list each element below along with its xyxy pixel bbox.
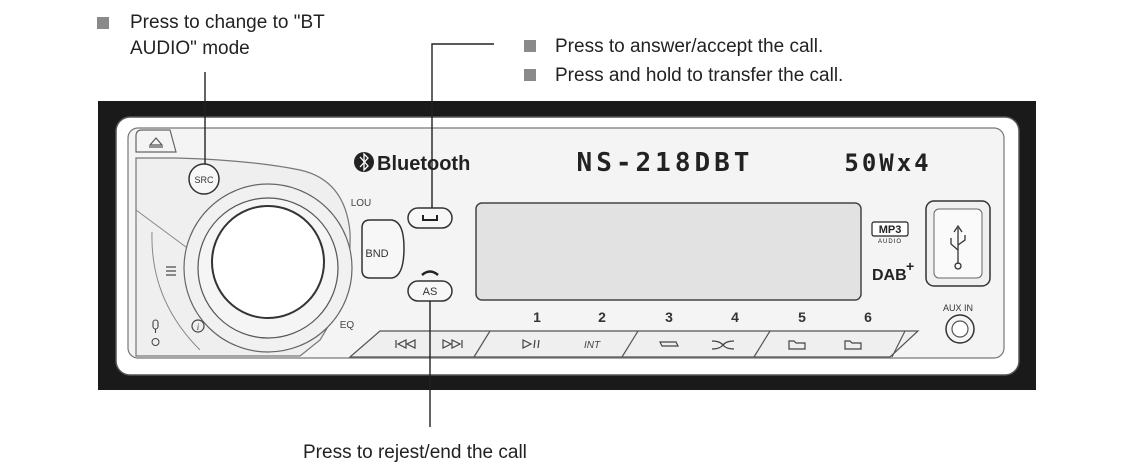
- callout-transfer: Press and hold to transfer the call.: [555, 65, 844, 86]
- bottom-button-strip: [348, 330, 920, 358]
- strip-divider-2: [621, 330, 639, 358]
- brand-label: Bluetooth: [377, 153, 470, 175]
- aux-in-jack-inner: [951, 320, 969, 338]
- aux-label: AUX IN: [943, 303, 973, 313]
- repeat-icon[interactable]: [659, 341, 679, 347]
- preset-5-label[interactable]: 5: [798, 309, 806, 325]
- preset-3-label[interactable]: 3: [665, 309, 673, 325]
- phone-hangup-icon: [421, 270, 439, 276]
- dab-plus-label: +: [906, 258, 914, 274]
- left-bevel: [135, 209, 191, 251]
- bullet-transfer: [524, 69, 536, 81]
- audio-label: AUDIO: [878, 239, 902, 245]
- lou-label: LOU: [351, 198, 372, 209]
- menu-icon[interactable]: [166, 266, 176, 276]
- bullet-answer: [524, 40, 536, 52]
- lcd-display: [475, 202, 862, 301]
- eject-button[interactable]: [135, 129, 177, 153]
- eject-icon: [148, 137, 164, 148]
- usb-icon: [950, 224, 966, 270]
- left-bevel-2: [151, 231, 201, 351]
- as-label: AS: [423, 286, 438, 298]
- prev-track-icon[interactable]: [395, 339, 416, 349]
- eq-label: EQ: [340, 320, 355, 331]
- leader-answer: [431, 43, 494, 208]
- callout-answer: Press to answer/accept the call.: [555, 36, 824, 57]
- leader-lines: [204, 43, 494, 427]
- callout-src-line2: AUDIO" mode: [130, 38, 250, 59]
- src-label: SRC: [194, 175, 214, 185]
- folder-down-icon[interactable]: [788, 340, 806, 350]
- volume-knob[interactable]: [211, 205, 325, 319]
- preset-4-label[interactable]: 4: [731, 309, 739, 325]
- preset-6-label[interactable]: 6: [864, 309, 872, 325]
- info-icon[interactable]: i: [191, 319, 205, 333]
- mp3-logo-box: [871, 221, 909, 237]
- phone-answer-icon: [422, 215, 438, 221]
- folder-up-icon[interactable]: [844, 340, 862, 350]
- src-button[interactable]: [188, 163, 220, 195]
- preset-1-label[interactable]: 1: [533, 309, 541, 325]
- bnd-button[interactable]: [361, 219, 405, 279]
- dab-label: DAB: [872, 267, 907, 284]
- answer-call-button[interactable]: [407, 207, 453, 229]
- bluetooth-icon: [354, 152, 374, 172]
- bullet-src: [97, 17, 109, 29]
- mp3-label: MP3: [879, 224, 902, 236]
- strip-divider-1: [473, 330, 491, 358]
- callout-src-line1: Press to change to "BT: [130, 12, 325, 33]
- model-label: NS-218DBT: [577, 148, 754, 178]
- strip-divider-3: [753, 330, 771, 358]
- mic-icon: [151, 319, 160, 346]
- next-track-icon[interactable]: [442, 339, 463, 349]
- power-label: 50Wx4: [844, 149, 931, 177]
- play-pause-icon[interactable]: [522, 339, 540, 349]
- preset-2-label[interactable]: 2: [598, 309, 606, 325]
- preset-numbers: 1 2 3 4 5 6: [533, 309, 872, 325]
- callout-reject: Press to rejest/end the call: [303, 442, 527, 463]
- strip-divider-4: [891, 330, 906, 358]
- bnd-label: BND: [365, 248, 388, 260]
- shuffle-icon[interactable]: [711, 340, 735, 350]
- svg-text:i: i: [197, 322, 200, 332]
- int-label: INT: [584, 340, 601, 351]
